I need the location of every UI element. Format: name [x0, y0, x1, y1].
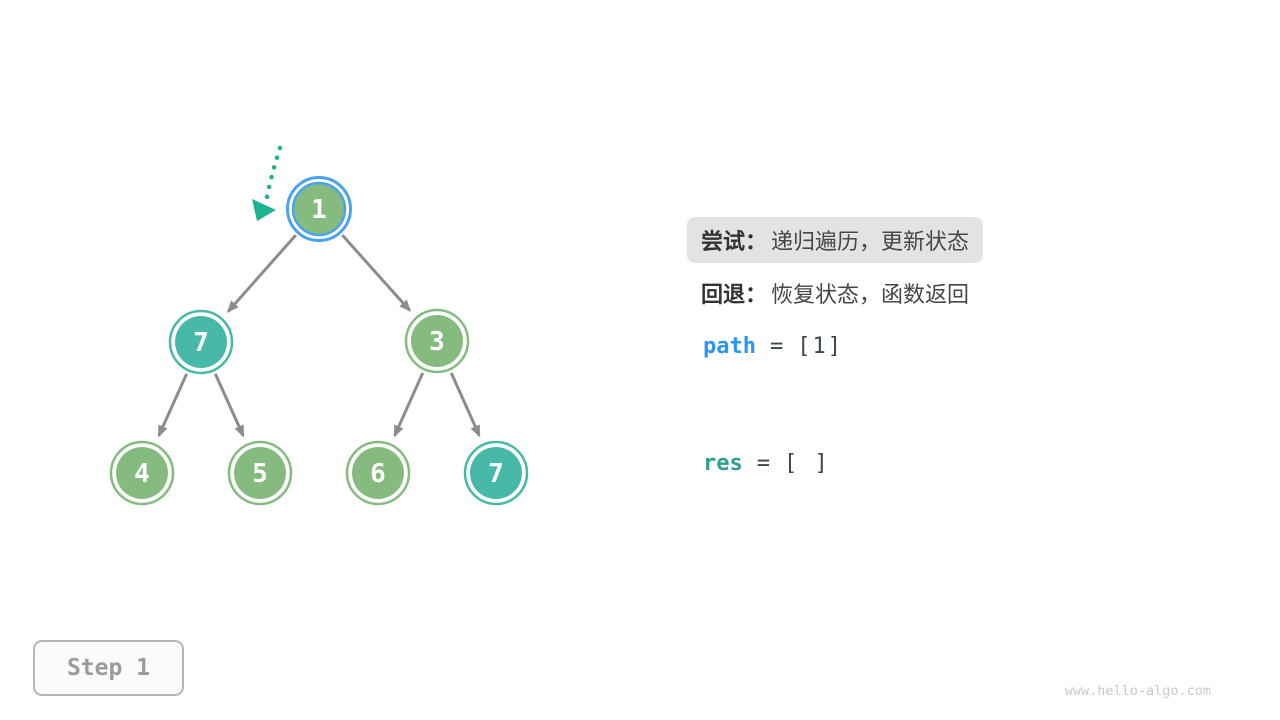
- tree-node-n7L: 7: [168, 309, 234, 375]
- node-value: 4: [134, 459, 150, 489]
- node-fill: [291, 181, 347, 237]
- tree-edge: [393, 372, 425, 438]
- node-value: 3: [429, 327, 445, 357]
- path-value: [1]: [797, 333, 843, 359]
- tree-node-n4: 4: [109, 440, 175, 506]
- tree-edge: [341, 234, 412, 312]
- node-fill: [116, 447, 168, 499]
- path-equals: =: [769, 333, 784, 359]
- tree-edge: [449, 372, 481, 438]
- watermark: www.hello-algo.com: [1064, 683, 1211, 699]
- tree-node-n3: 3: [404, 308, 470, 374]
- res-variable: res: [703, 450, 743, 476]
- res-equals: =: [756, 450, 770, 476]
- node-fill: [411, 315, 463, 367]
- node-value: 1: [311, 195, 327, 225]
- try-text: 递归遍历，更新状态: [771, 229, 970, 254]
- try-label: 尝试：: [701, 229, 768, 254]
- tree-node-n7R: 7: [463, 440, 529, 506]
- back-label: 回退：: [701, 282, 768, 307]
- res-line: res = [ ]: [687, 440, 983, 486]
- tree-node-n6: 6: [345, 440, 411, 506]
- tree-edge: [226, 234, 297, 313]
- node-value: 7: [193, 328, 209, 358]
- step-label: Step 1: [66, 655, 151, 681]
- try-line: 尝试：递归遍历，更新状态: [687, 217, 984, 263]
- res-value: [ ]: [784, 450, 830, 476]
- node-fill: [352, 447, 404, 499]
- node-value: 7: [488, 459, 504, 489]
- node-fill: [234, 447, 286, 499]
- tree-edge: [214, 373, 245, 438]
- back-line: 回退：恢复状态，函数返回: [687, 270, 983, 316]
- path-variable: path: [703, 333, 756, 359]
- path-line: path = [1]: [687, 323, 983, 369]
- tree-node-n1: 1: [286, 176, 352, 242]
- tree-node-n5: 5: [227, 440, 293, 506]
- tree-edge: [157, 373, 188, 438]
- node-fill: [470, 447, 522, 499]
- node-fill: [175, 316, 227, 368]
- pointer-arrow-trail: [264, 145, 283, 200]
- step-badge: Step 1: [33, 640, 184, 696]
- state-panel: 尝试：递归遍历，更新状态 回退：恢复状态，函数返回 path = [1] res…: [687, 217, 984, 486]
- node-value: 5: [252, 459, 268, 489]
- pointer-arrowhead-icon: [252, 199, 276, 221]
- node-value: 6: [370, 459, 386, 489]
- back-text: 恢复状态，函数返回: [771, 282, 970, 307]
- tree-diagram: 1 7 3 4 5 6 7: [109, 145, 529, 506]
